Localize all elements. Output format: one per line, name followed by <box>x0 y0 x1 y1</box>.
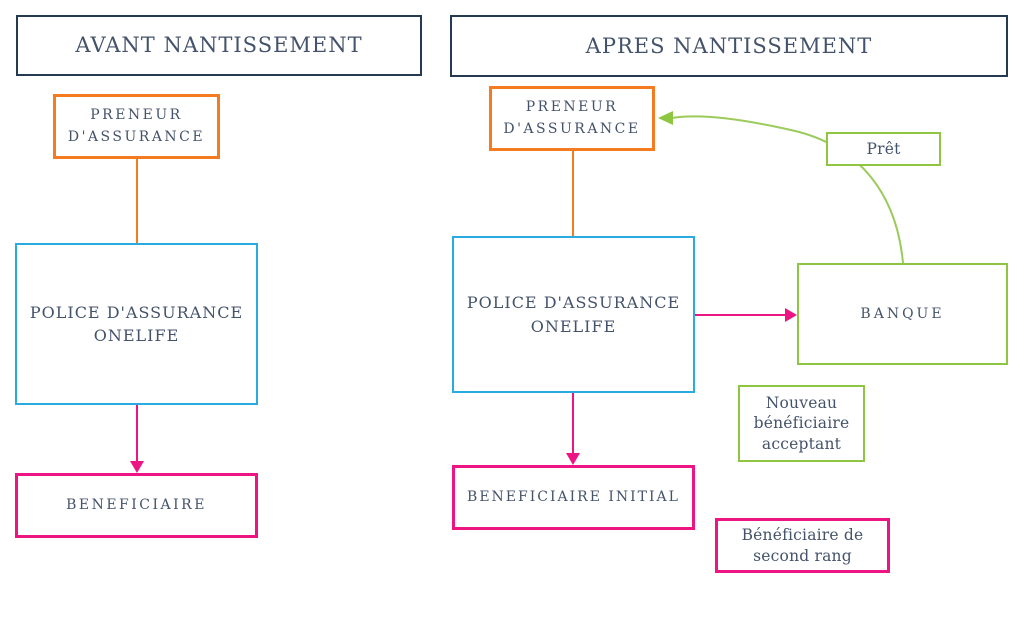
header-avant-nantissement: AVANT NANTISSEMENT <box>16 15 422 76</box>
box-preneur-assurance-right: PRENEUR D'ASSURANCE <box>489 86 655 151</box>
box-nouveau-beneficiaire: Nouveau bénéficiaire acceptant <box>738 385 865 462</box>
box-beneficiaire: BENEFICIAIRE <box>15 473 258 538</box>
arrowhead-beneficiaire-left <box>130 461 144 473</box>
arrowhead-beneficiaire-right <box>566 453 580 465</box>
box-police-assurance-left: POLICE D'ASSURANCE ONELIFE <box>15 243 258 405</box>
box-beneficiaire-initial: BENEFICIAIRE INITIAL <box>452 465 695 530</box>
box-police-assurance-right: POLICE D'ASSURANCE ONELIFE <box>452 236 695 393</box>
header-apres-nantissement: APRES NANTISSEMENT <box>450 15 1008 77</box>
box-beneficiaire-second-rang: Bénéficiaire de second rang <box>715 518 890 573</box>
arrowhead-loan <box>658 111 673 125</box>
arrowhead-banque <box>785 308 797 322</box>
box-pret-label: Prêt <box>826 132 941 166</box>
box-preneur-assurance-left: PRENEUR D'ASSURANCE <box>53 94 220 159</box>
box-banque: BANQUE <box>797 263 1008 365</box>
